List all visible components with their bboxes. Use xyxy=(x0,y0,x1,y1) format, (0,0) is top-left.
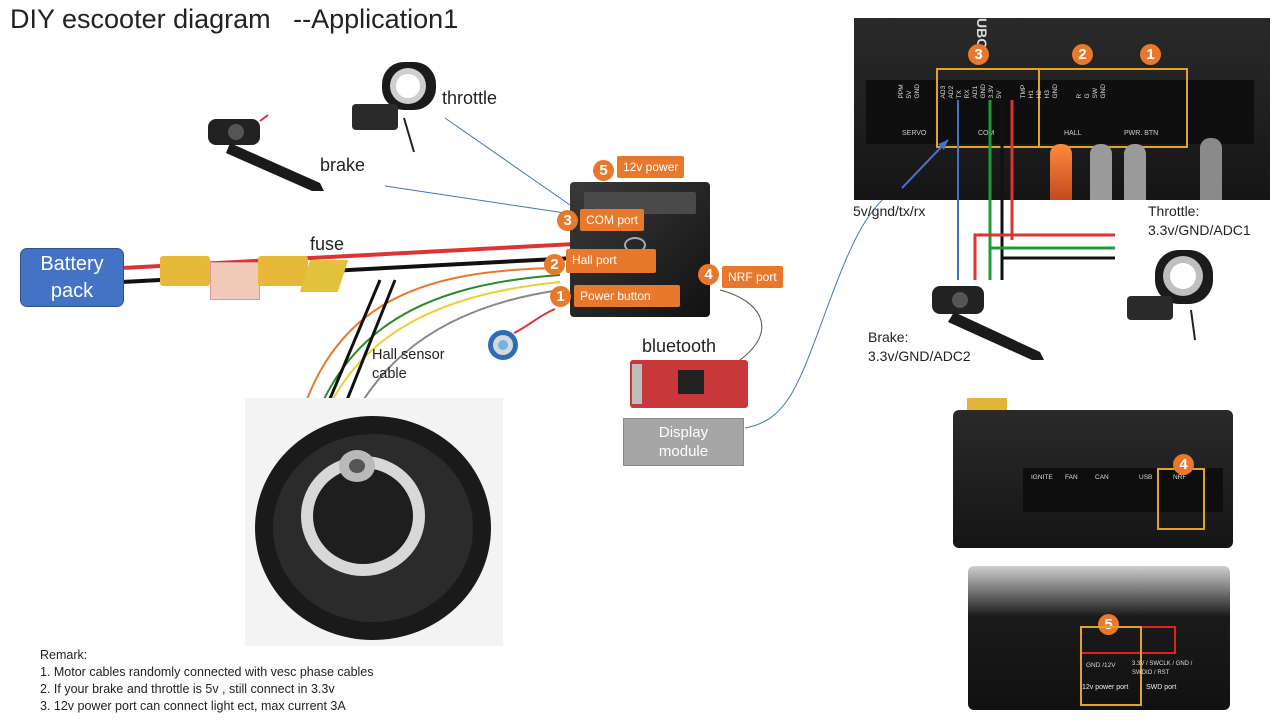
top-photo-number-1: 1 xyxy=(1140,44,1161,65)
com-wires xyxy=(901,100,1115,280)
brake-right-image xyxy=(924,280,1050,364)
port-4-label: NRF port xyxy=(722,266,783,288)
brake-lever-image xyxy=(200,113,330,195)
bottom-caption-left: 12v power port xyxy=(1082,684,1129,691)
xt-connector-left xyxy=(160,256,210,286)
remark-line: 1. Motor cables randomly connected with … xyxy=(40,665,374,679)
header-fan: FAN xyxy=(1065,474,1078,481)
top-photo-number-3: 3 xyxy=(968,44,989,65)
bluetooth-label: bluetooth xyxy=(642,336,717,356)
remark-block: Remark: 1. Motor cables randomly connect… xyxy=(40,647,374,715)
header-ignite: IGNITE xyxy=(1031,474,1053,481)
controller-side-photo: IGNITE FAN CAN USB NRF 4 xyxy=(953,398,1233,550)
remark-line: 2. If your brake and throttle is 5v , st… xyxy=(40,682,335,696)
port-2-number: 2 xyxy=(544,254,565,275)
com-signal-label: 5v/gnd/tx/rx xyxy=(853,203,926,219)
xt-connector-right xyxy=(258,256,308,286)
battery-pack-box: Battery pack xyxy=(20,248,124,307)
throttle-pinout-label: Throttle: 3.3v/GND/ADC1 xyxy=(1148,203,1251,238)
fuse-holder xyxy=(210,262,260,300)
bluetooth-wire xyxy=(719,289,763,361)
header-usb: USB xyxy=(1139,474,1153,481)
bluetooth-module xyxy=(630,360,748,408)
throttle-right-image xyxy=(1125,246,1217,342)
page-title: DIY escooter diagram --Application1 xyxy=(10,4,459,34)
hall-pwr-highlight-box xyxy=(1038,68,1188,148)
port-3-label: COM port xyxy=(580,209,645,231)
brake-pinout-label: Brake: 3.3v/GND/ADC2 xyxy=(868,329,971,364)
bottom-caption-right: SWD port xyxy=(1146,684,1177,691)
header-hall: HALL xyxy=(1064,130,1082,137)
top-photo-number-2: 2 xyxy=(1072,44,1093,65)
controller-top-photo: UBOX 3 2 1 SERVO COM HALL PWR. BTN PPM 5… xyxy=(854,18,1270,200)
throttle-signal-line xyxy=(444,117,571,206)
header-nrf: NRF xyxy=(1173,474,1187,481)
port-2-label: Hall port xyxy=(566,249,656,273)
power-button-wire xyxy=(513,308,556,334)
header-can: CAN xyxy=(1095,474,1109,481)
fuse-label: fuse xyxy=(310,234,345,254)
power-button-image xyxy=(486,328,520,362)
throttle-image xyxy=(348,58,440,154)
header-servo: SERVO xyxy=(902,130,927,137)
port-4-number: 4 xyxy=(698,264,719,285)
port-5-label: 12v power xyxy=(617,156,685,178)
brake-signal-line xyxy=(384,185,566,214)
hall-sensor-label: Hall sensor cable xyxy=(372,347,445,382)
port-5-number: 5 xyxy=(593,160,614,181)
remark-title: Remark: xyxy=(40,648,88,662)
port-1-number: 1 xyxy=(550,286,571,307)
controller-bottom-photo: 5 GND /12V 3.3V / SWCLK / GND / SWDIO / … xyxy=(968,566,1230,710)
throttle-label: throttle xyxy=(442,88,498,108)
remark-line: 3. 12v power port can connect light ect,… xyxy=(40,699,346,713)
display-module-box: Display module xyxy=(623,418,744,466)
display-signal-line xyxy=(744,177,906,429)
port-1-label: Power button xyxy=(574,285,680,307)
header-pwr-btn: PWR. BTN xyxy=(1124,130,1159,137)
bottom-header-left: GND /12V xyxy=(1086,662,1116,669)
nrf-highlight-box xyxy=(1157,468,1205,530)
header-com: COM xyxy=(978,130,995,137)
port-3-number: 3 xyxy=(557,210,578,231)
brake-label: brake xyxy=(320,155,366,175)
power-port-highlight-box xyxy=(1080,626,1142,706)
bottom-header-right: 3.3V / SWCLK / GND / SWDIO / RST xyxy=(1132,661,1193,676)
mid-photo-number-4: 4 xyxy=(1173,454,1194,475)
bottom-photo-number-5: 5 xyxy=(1098,614,1119,635)
hub-motor-wheel-image xyxy=(245,398,503,646)
